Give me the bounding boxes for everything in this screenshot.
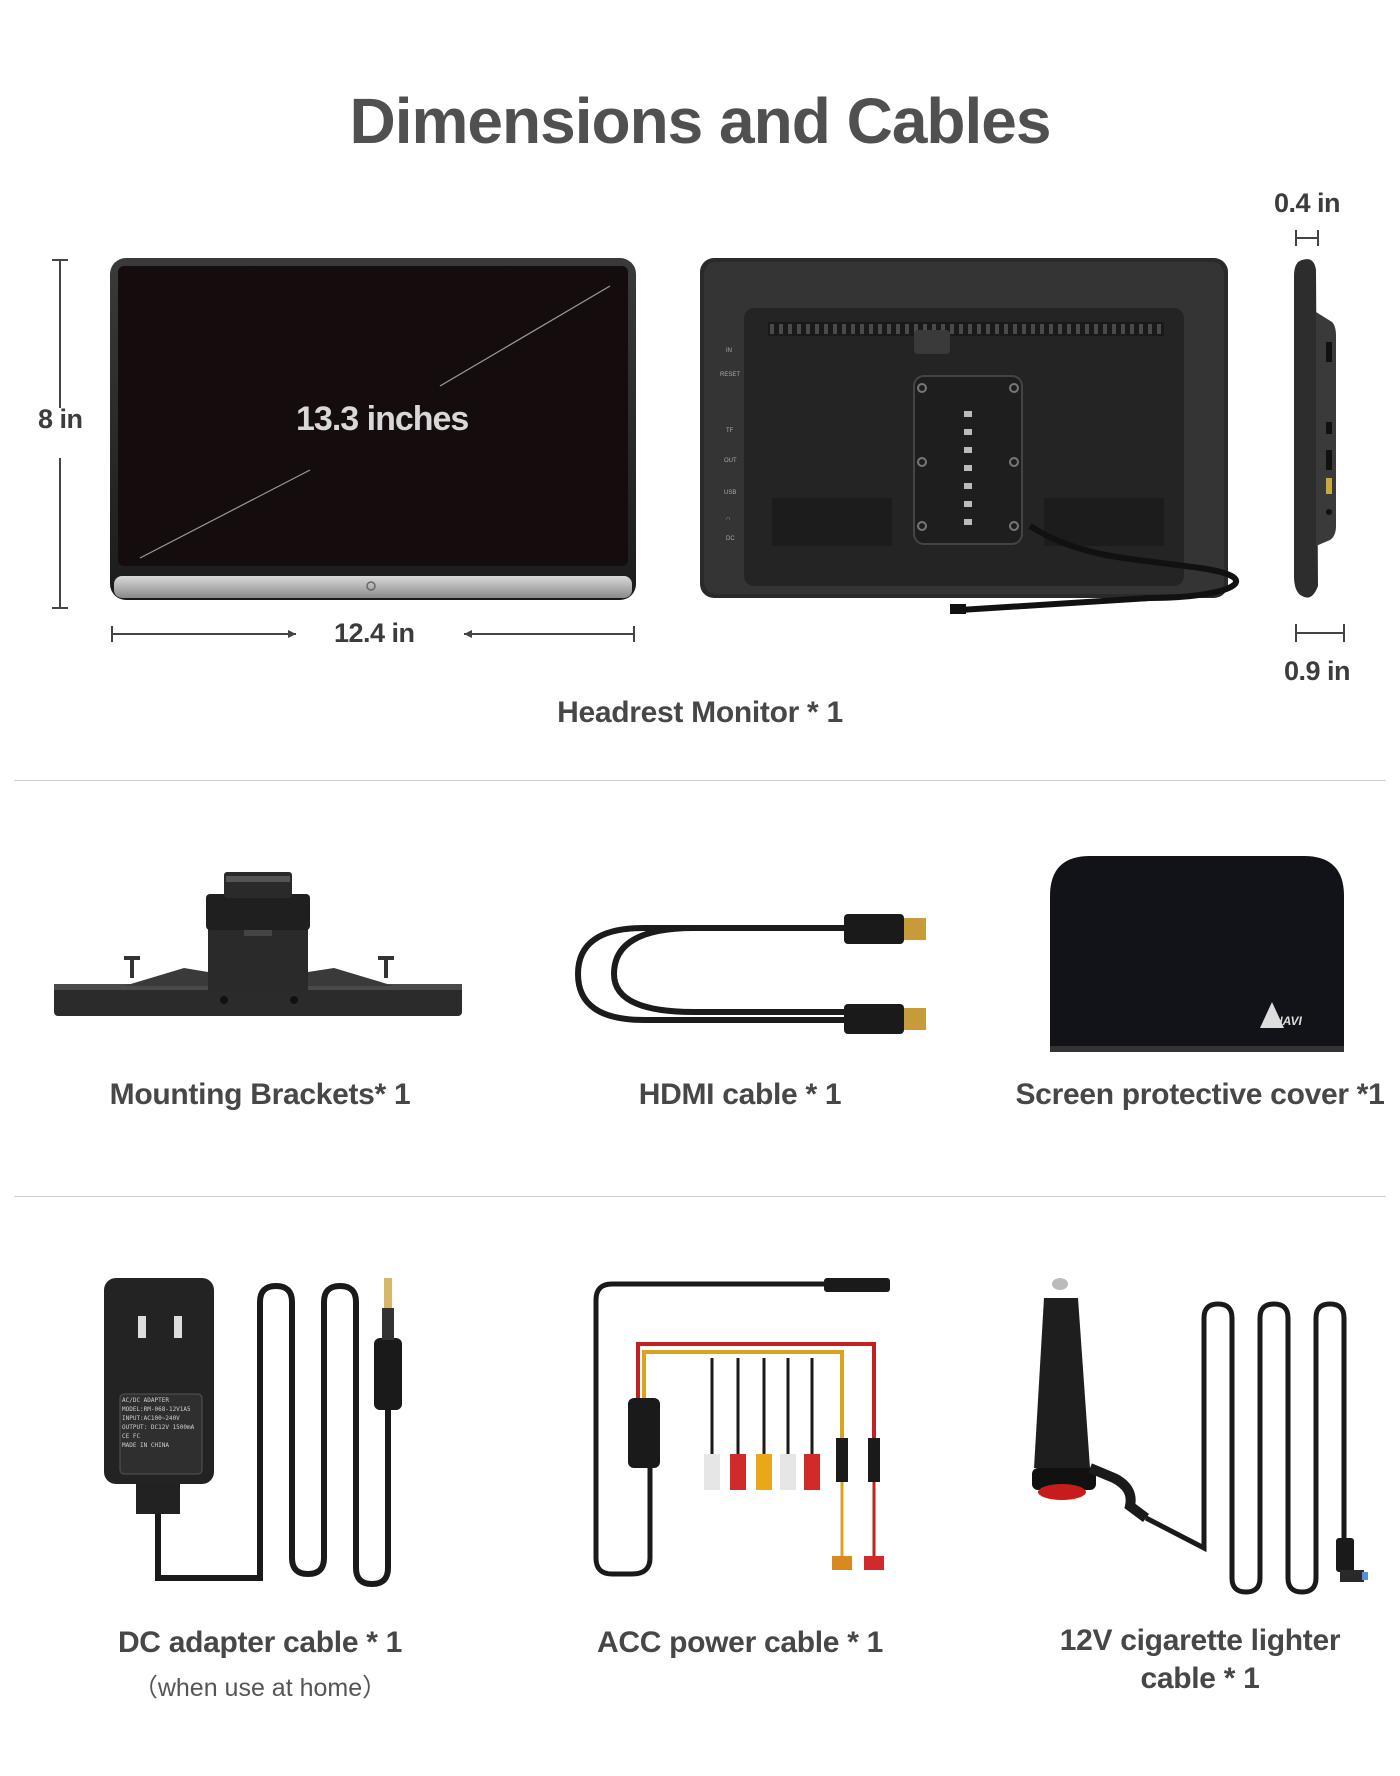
dc-adapter-caption: DC adapter cable * 1 [117,1626,403,1659]
adapter-label-line: OUTPUT: DC12V 1500mA [122,1424,195,1431]
vent-slit [959,324,963,334]
port-label-in: IN [726,348,732,354]
vent-slit [878,324,882,334]
vent-slit [1022,324,1026,334]
vent-slit [1103,324,1107,334]
acc-power-cable-caption: ACC power cable * 1 [596,1626,884,1659]
vent-slit [1130,324,1134,334]
adapter-label-line: MADE IN CHINA [122,1442,169,1449]
vent-slit [1049,324,1053,334]
monitor-back: IN RESET TF OUT USB ∩ DC [700,258,1240,614]
vent-slit [1031,324,1035,334]
vent-slit [842,324,846,334]
dc-adapter-image [104,1278,402,1588]
vent-slit [833,324,837,334]
cover-brand-logo: AINAVI [1262,1014,1302,1028]
vent-slit [887,324,891,334]
dc-adapter-subcaption: （when use at home） [132,1674,388,1702]
thickness-bottom-label: 0.9 in [1284,656,1351,686]
width-label: 12.4 in [334,618,415,648]
vent-slit [869,324,873,334]
vent-slit [968,324,972,334]
adapter-label: AC/DC ADAPTER MODEL:RM-068-12V1A5 INPUT:… [122,1396,198,1450]
height-dimension-line [50,259,70,609]
hdmi-cable-image [574,914,926,1034]
mounting-brackets-caption: Mounting Brackets* 1 [109,1078,411,1111]
vent-slit [923,324,927,334]
section-divider [14,780,1386,781]
vent-slit [932,324,936,334]
cigarette-lighter-caption-line1: 12V cigarette lighter [1059,1624,1341,1657]
monitor-caption: Headrest Monitor * 1 [557,696,843,729]
vent-slit [860,324,864,334]
vent-slit [797,324,801,334]
hdmi-cable-caption: HDMI cable * 1 [638,1078,842,1111]
port-label-out: OUT [724,458,737,464]
vent-slit [1058,324,1062,334]
vent-slit [914,324,918,334]
mounting-bracket-image [54,872,462,1016]
vent-slit [1076,324,1080,334]
vent-slit [1112,324,1116,334]
screen-cover-image [1050,856,1344,1052]
cigarette-lighter-caption-line2: cable * 1 [1140,1662,1260,1695]
acc-power-cable-image [593,1278,890,1577]
port-label-usb: USB [724,490,736,496]
vent-slit [779,324,783,334]
monitor-side-profile [1294,259,1336,598]
adapter-label-line: AC/DC ADAPTER [122,1397,169,1404]
monitor-front [110,258,636,600]
port-label-tf: TF [726,428,734,434]
width-dimension-line [111,626,635,642]
vent-slit [1004,324,1008,334]
vent-slit [1013,324,1017,334]
vent-slit [1040,324,1044,334]
port-label-dc: DC [726,536,735,542]
vent-slit [815,324,819,334]
vent-slit [851,324,855,334]
adapter-label-line: INPUT:AC100~240V [122,1415,180,1422]
port-label-reset: RESET [720,372,740,378]
port-label-audio: ∩ [726,516,730,522]
cigarette-lighter-cable-image [1032,1278,1368,1595]
adapter-label-line: CE FC [122,1433,141,1440]
vent-slit [806,324,810,334]
page-title: Dimensions and Cables [349,85,1052,157]
vent-slit [986,324,990,334]
vent-slit [1094,324,1098,334]
vent-slit [788,324,792,334]
vent-slit [824,324,828,334]
vent-slit [1139,324,1143,334]
vent-slit [770,324,774,334]
height-label: 8 in [38,404,83,434]
thickness-bottom-dimension [1295,624,1345,642]
vent-slit [995,324,999,334]
vent-slit [1121,324,1125,334]
screen-size-label: 13.3 inches [296,400,469,438]
vent-slit [941,324,945,334]
section-divider-2 [14,1196,1386,1197]
vent-slit [896,324,900,334]
screen-cover-caption: Screen protective cover *1 [1015,1078,1385,1111]
thickness-top-label: 0.4 in [1274,188,1341,218]
thickness-top-dimension [1295,230,1319,246]
vent-slit [950,324,954,334]
vent-slit [977,324,981,334]
vent-slit [905,324,909,334]
vent-slit [1085,324,1089,334]
vent-slit [1067,324,1071,334]
adapter-label-line: MODEL:RM-068-12V1A5 [122,1406,191,1413]
vent-slit [1157,324,1161,334]
vent-slit [1148,324,1152,334]
